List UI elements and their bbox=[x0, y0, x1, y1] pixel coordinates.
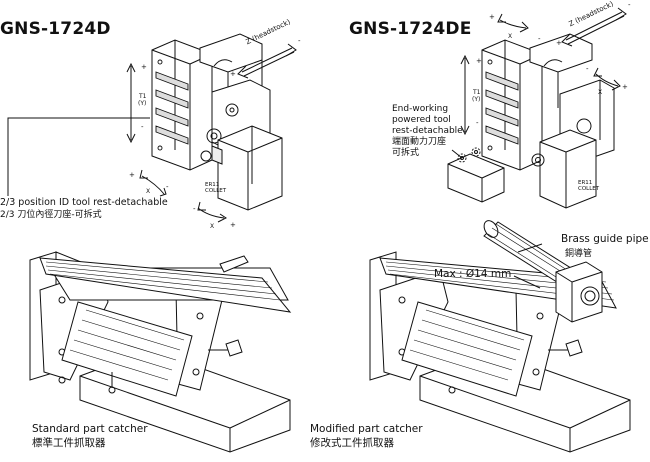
left-note-zh: 2/3 刀位內徑刀座-可拆式 bbox=[0, 210, 102, 220]
x-label-left-a: X bbox=[146, 188, 151, 195]
plus-label-x-right-top: + bbox=[489, 13, 495, 21]
t1-label-left: T1 bbox=[139, 93, 147, 100]
model-title-left: GNS-1724D bbox=[0, 19, 111, 39]
minus-label-t1-right: - bbox=[476, 119, 479, 127]
collet-label-right-1: ER11 bbox=[578, 180, 593, 186]
plus-label-x-left-a: + bbox=[129, 171, 135, 179]
x-label-right-side: X bbox=[598, 89, 603, 96]
brass-guide-zh: 銅導管 bbox=[565, 249, 593, 259]
standard-catcher-en: Standard part catcher bbox=[32, 423, 148, 435]
plus-label-x-left-b: + bbox=[230, 221, 236, 229]
minus-label-x-right-top: - bbox=[538, 35, 541, 43]
x-label-left-b: X bbox=[210, 223, 215, 230]
collet-label-left-2: COLLET bbox=[205, 188, 227, 194]
plus-label-z-right: + bbox=[556, 39, 562, 47]
minus-label-x-right-side: - bbox=[586, 65, 589, 73]
y-label-left: (Y) bbox=[138, 100, 147, 107]
plus-label-t1-left: + bbox=[141, 63, 147, 71]
plus-label-z-left: + bbox=[230, 70, 236, 78]
minus-label-z-left: - bbox=[298, 37, 301, 45]
max-diameter-label: Max : Ø14 mm bbox=[434, 268, 512, 280]
modified-catcher-zh: 修改式工件抓取器 bbox=[310, 437, 394, 449]
model-title-right: GNS-1724DE bbox=[349, 19, 472, 39]
right-note-line3: rest-detachable bbox=[392, 126, 463, 136]
x-label-right-top: X bbox=[508, 33, 513, 40]
collet-label-left-1: ER11 bbox=[205, 182, 220, 188]
standard-catcher-zh: 標準工件抓取器 bbox=[32, 437, 106, 449]
minus-label-t1-left: - bbox=[141, 123, 144, 131]
minus-label-x-left-b: - bbox=[193, 205, 196, 213]
plus-label-t1-right: + bbox=[476, 57, 482, 65]
t1-label-right: T1 bbox=[473, 89, 481, 96]
left-note-en: 2/3 position ID tool rest-detachable bbox=[0, 197, 168, 208]
right-note-line5: 可拆式 bbox=[392, 148, 420, 158]
collet-label-right-2: COLLET bbox=[578, 186, 600, 192]
brass-guide-en: Brass guide pipe bbox=[561, 233, 649, 245]
minus-label-x-left-a: - bbox=[166, 183, 169, 191]
y-label-right: (Y) bbox=[472, 96, 481, 103]
modified-catcher-en: Modified part catcher bbox=[310, 423, 423, 435]
plus-label-x-right-side: + bbox=[622, 83, 628, 91]
minus-label-z-right: - bbox=[628, 1, 631, 9]
right-note-line1: End-working bbox=[392, 104, 449, 114]
right-note-line2: powered tool bbox=[392, 115, 451, 125]
right-note-line4: 端面動力刀座 bbox=[392, 137, 447, 147]
